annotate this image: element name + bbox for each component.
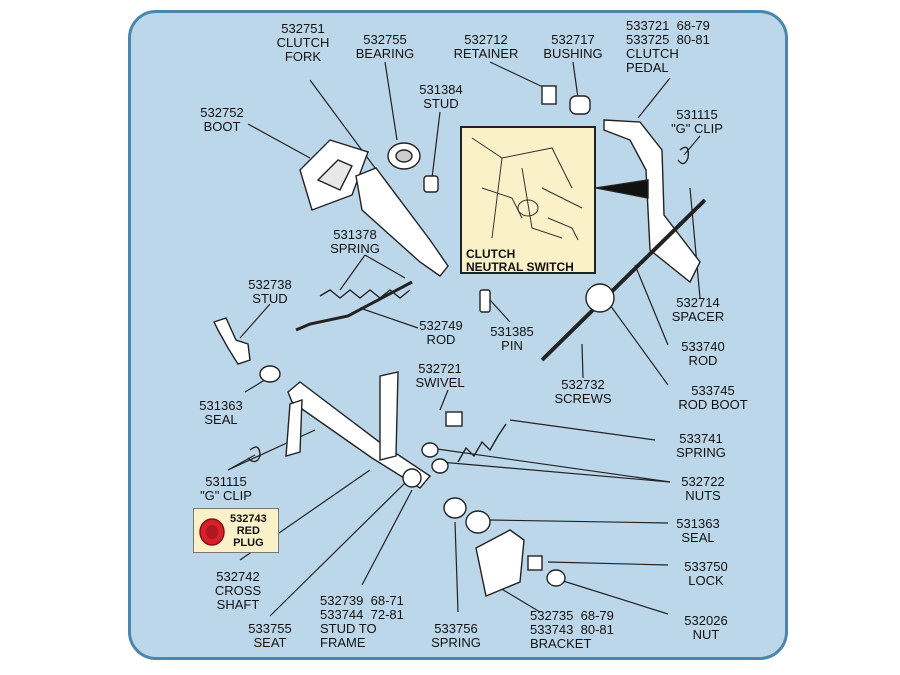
inset-illustration [471, 137, 583, 241]
leader-pin [489, 299, 511, 323]
leader-swivel [439, 389, 449, 411]
rod-532749-part [295, 280, 413, 332]
leader-bracket [499, 587, 541, 613]
red-plug-label: 532743 RED PLUG [230, 513, 267, 549]
label-bearing: 532755 BEARING [355, 32, 415, 61]
leader-stud-to-frame [361, 489, 413, 586]
label-rod-533740: 533740 ROD [681, 339, 725, 368]
label-stud-532738: 532738 STUD [248, 277, 292, 306]
spring-531378-part [319, 289, 411, 299]
label-seal-left: 531363 SEAL [199, 398, 243, 427]
label-cross-shaft: 532742 CROSS SHAFT [214, 569, 262, 612]
leader-bearing [384, 61, 398, 141]
label-seat: 533755 SEAT [248, 621, 292, 650]
leader-bushing [572, 61, 579, 99]
label-boot: 532752 BOOT [200, 105, 244, 134]
leader-rod-boot [609, 304, 669, 386]
label-g-clip-top: 531115 "G" CLIP [671, 107, 723, 136]
pin-part [479, 289, 491, 313]
label-rod-532749: 532749 ROD [419, 318, 463, 347]
bushing-part [569, 95, 591, 115]
lock-part [527, 555, 543, 571]
leader-seal-right [489, 519, 669, 524]
clutch-neutral-switch-inset: CLUTCH NEUTRAL SWITCH [460, 126, 596, 274]
g-clip-bottom-part [247, 446, 261, 463]
leader-nuts [429, 447, 671, 483]
leader-spring-533741 [509, 419, 656, 441]
label-clutch-fork: 532751 CLUTCH FORK [276, 21, 330, 64]
label-bushing: 532717 BUSHING [543, 32, 603, 61]
swivel-part [445, 411, 463, 427]
leader-g-clip-top [683, 135, 701, 156]
leader-clutch-pedal [637, 77, 671, 119]
label-spring-533756: 533756 SPRING [431, 621, 481, 650]
spring-533756-part [443, 497, 467, 519]
clutch-fork-part [355, 167, 449, 277]
label-g-clip-bottom: 531115 "G" CLIP [200, 474, 252, 503]
seal-left-part [259, 365, 281, 383]
leader-stud-531384 [431, 111, 441, 179]
stud-531384-part [423, 175, 439, 193]
label-spring-531378: 531378 SPRING [330, 227, 380, 256]
leader-rod-533740 [634, 264, 669, 346]
label-stud-531384: 531384 STUD [419, 82, 463, 111]
leader-retainer [489, 61, 546, 89]
inset-pointer [595, 179, 649, 199]
red-plug-icon [199, 518, 225, 546]
seal-right-part [465, 510, 491, 534]
label-pin: 531385 PIN [490, 324, 534, 353]
label-retainer: 532712 RETAINER [453, 32, 519, 61]
label-swivel: 532721 SWIVEL [415, 361, 465, 390]
leader-boot [247, 123, 311, 159]
leader-spring-531378 [339, 254, 366, 291]
bracket-part [475, 529, 525, 597]
leader-stud-532738 [239, 303, 271, 339]
leader-spacer [689, 187, 701, 299]
label-lock: 533750 LOCK [684, 559, 728, 588]
cross-shaft-part [287, 381, 432, 489]
leader-rod-532749 [359, 307, 419, 329]
label-nuts: 532722 NUTS [681, 474, 725, 503]
label-seal-right: 531363 SEAL [676, 516, 720, 545]
g-clip-top-part [677, 146, 690, 165]
label-spacer: 532714 SPACER [671, 295, 725, 324]
leader-seat [269, 479, 409, 617]
leader-lock [547, 561, 669, 566]
stud-532738-part [213, 317, 251, 365]
label-rod-boot: 533745 ROD BOOT [678, 383, 748, 412]
leader-nut [559, 579, 669, 615]
leader-g-clip-bottom-b [227, 429, 316, 471]
nut-a-part [421, 442, 439, 458]
leader-screws [581, 343, 584, 379]
rod-boot-part [585, 283, 615, 313]
label-bracket: 532735 68-79 533743 80-81 BRACKET [530, 608, 614, 651]
red-plug-box: 532743 RED PLUG [193, 508, 279, 553]
spring-533741-part [457, 423, 507, 463]
leader-spring-531378-b [364, 254, 406, 279]
label-spring-533741: 533741 SPRING [676, 431, 726, 460]
nut-b-part [431, 458, 449, 474]
inset-caption: CLUTCH NEUTRAL SWITCH [466, 247, 574, 274]
leader-nuts-b [439, 461, 671, 483]
clutch-pedal-part [603, 119, 701, 284]
nut-532026-part [546, 569, 566, 587]
label-nut: 532026 NUT [684, 613, 728, 642]
washer-part [402, 468, 422, 488]
label-stud-to-frame: 532739 68-71 533744 72-81 STUD TO FRAME [320, 593, 404, 650]
leader-spring-533756 [454, 521, 459, 613]
label-screws: 532732 SCREWS [554, 377, 612, 406]
retainer-part [541, 85, 557, 105]
label-clutch-pedal: 533721 68-79 533725 80-81 CLUTCH PEDAL [626, 18, 710, 75]
rod-533740-part [540, 198, 707, 362]
